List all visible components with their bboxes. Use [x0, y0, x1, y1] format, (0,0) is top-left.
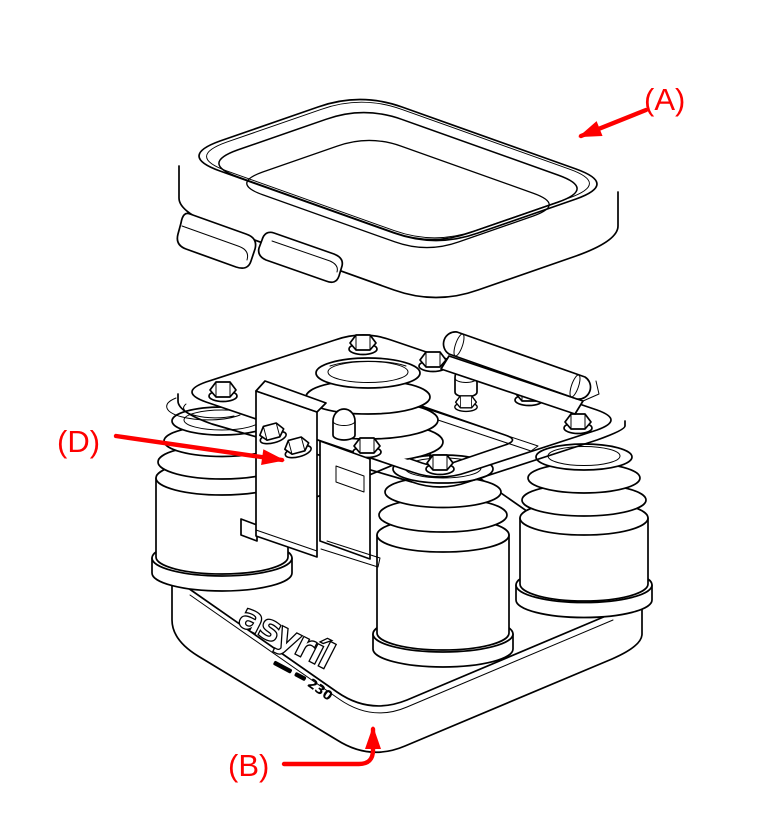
- tray-rim-outer: [198, 98, 598, 242]
- tray-clamp-tab: [176, 212, 257, 269]
- damper-left: [151, 406, 293, 592]
- brand-tagline-smudge: [273, 660, 293, 674]
- tray-clamp-tab-edge: [181, 225, 249, 261]
- damper-left-body: [155, 477, 289, 575]
- tray: [176, 98, 619, 299]
- annotations: (A) (D) (B): [57, 82, 685, 783]
- pin-nut: [454, 395, 478, 413]
- bracket-top-fold: [255, 380, 327, 413]
- base-chamfer-line: [189, 594, 614, 714]
- label-b: (B): [228, 748, 269, 783]
- dome-groove-arc: [329, 360, 407, 367]
- damper-right-ring: [535, 443, 633, 471]
- clamp-bar-rod-seam: [453, 333, 465, 357]
- clamp-bar-bracket-end: [582, 380, 600, 402]
- vibration-unit: asyríl 230: [151, 331, 653, 754]
- bracket-bottom-fold-line: [255, 529, 318, 552]
- damper-right-body: [519, 517, 649, 602]
- clamp-bar: [440, 331, 600, 415]
- tray-wall-slot-inner: [271, 240, 338, 273]
- hex-bolt: [425, 454, 455, 476]
- damper-front-body: [376, 534, 510, 651]
- brand-tagline-smudge: [294, 672, 307, 681]
- hex-bolt: [563, 413, 593, 435]
- hex-bolt: [348, 334, 378, 356]
- label-d: (D): [57, 424, 100, 459]
- label-a: (A): [644, 82, 685, 117]
- clamp-bar-rod: [442, 331, 592, 400]
- tray-fixation-bracket: [240, 380, 381, 568]
- bracket-foot: [240, 518, 258, 542]
- bracket-rear-jaw: [319, 440, 371, 560]
- bracket-front-face: [255, 390, 318, 558]
- bracket-bottom-lip: [320, 540, 381, 568]
- plate-corner-slot: [166, 397, 241, 421]
- tray-wall-slot: [257, 231, 344, 284]
- arrow-d: [113, 433, 285, 466]
- damper-right: [515, 443, 653, 619]
- alignment-pin: [332, 408, 356, 441]
- arrow-a: [578, 107, 649, 139]
- clamp-bar-rod-seam: [569, 374, 581, 398]
- dome-top: [315, 357, 421, 389]
- bracket-rear-jaw-cutout: [335, 465, 365, 493]
- arrow-b: [281, 726, 381, 767]
- hex-bolt: [208, 381, 238, 403]
- base-walls: [171, 569, 643, 754]
